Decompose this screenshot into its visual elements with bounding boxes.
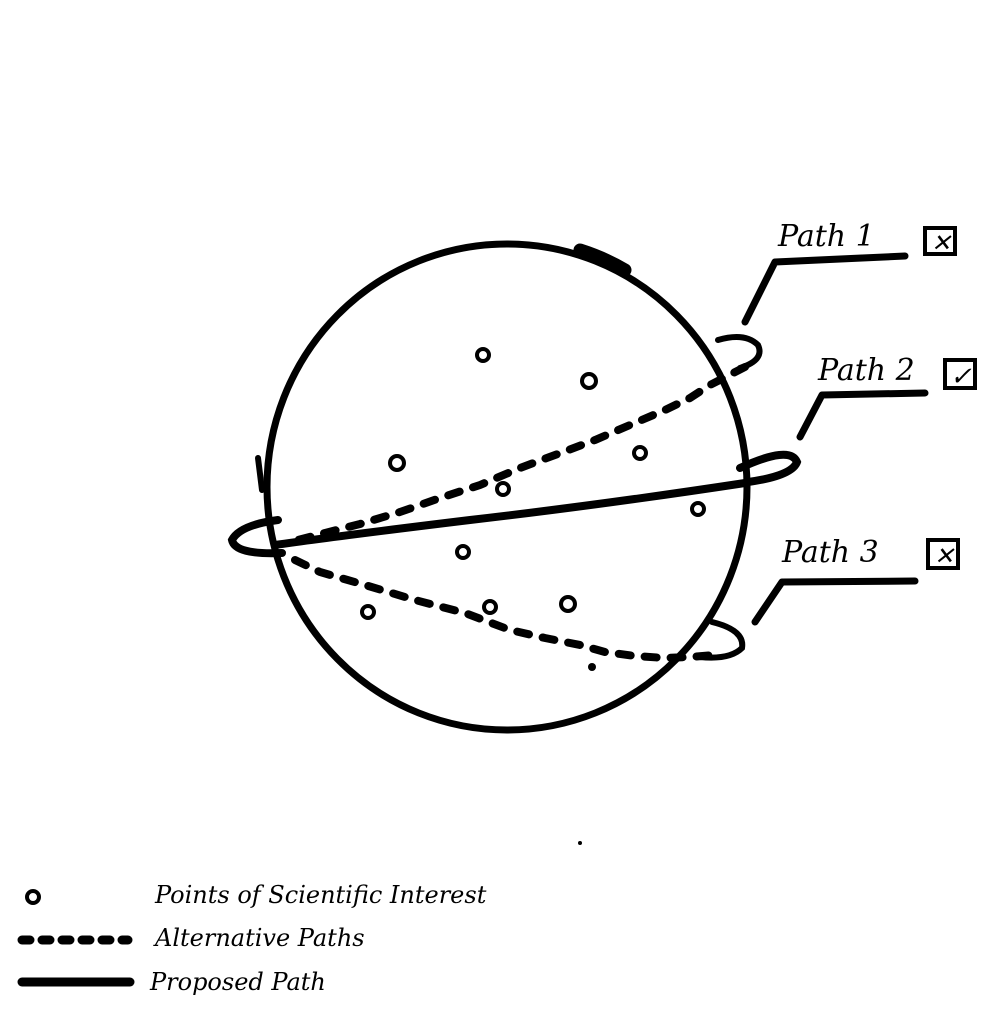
path-1-loop	[715, 333, 763, 371]
path-1-dotted-line	[294, 363, 749, 544]
path-2-label: Path 2	[817, 353, 915, 388]
legend: Points of Scientific Interest Alternativ…	[17, 881, 487, 996]
alternative-path-3	[291, 556, 746, 671]
path-1-leader-line	[741, 252, 909, 326]
path-1-label: Path 1	[777, 219, 875, 254]
path-2-solid-line	[271, 479, 749, 549]
path-1-checkbox[interactable]: ✕	[923, 226, 957, 257]
planet-left-tick	[255, 455, 265, 493]
poi-point	[360, 604, 376, 620]
poi-point	[388, 454, 406, 472]
poi-point	[475, 347, 491, 363]
path-1-checkbox-mark: ✕	[931, 229, 952, 257]
planet-top-highlight	[573, 243, 632, 277]
alternative-path-1	[294, 333, 763, 544]
path-2-checkbox-mark: ✓	[950, 362, 972, 392]
stray-dot	[578, 841, 582, 845]
path-3-loop	[697, 619, 746, 661]
path-2-leader-line	[796, 389, 929, 441]
poi-point	[632, 445, 648, 461]
path-2-right-loop	[736, 450, 802, 486]
poi-point	[690, 501, 706, 517]
poi-point	[580, 372, 598, 390]
path-3-label: Path 3	[781, 535, 879, 570]
legend-poi-symbol	[25, 889, 41, 905]
legend-poi-label: Points of Scientific Interest	[154, 881, 487, 909]
poi-point	[559, 595, 577, 613]
path-3-marker	[588, 663, 596, 671]
path-2-checkbox[interactable]: ✓	[943, 358, 977, 392]
path-3-leader-line	[751, 577, 919, 626]
path-2-left-loop	[227, 516, 286, 558]
proposed-path-2	[227, 450, 802, 558]
planet-sphere	[263, 240, 751, 734]
legend-proposed-label: Proposed Path	[149, 968, 326, 996]
poi-point	[482, 599, 498, 615]
path-3-dotted-line	[291, 556, 719, 663]
path-3-checkbox-mark: ✕	[934, 542, 955, 570]
poi-point	[455, 544, 471, 560]
path-3-checkbox[interactable]: ✕	[926, 538, 960, 570]
legend-alternative-label: Alternative Paths	[153, 924, 365, 952]
points-of-interest	[360, 347, 706, 620]
poi-point	[495, 481, 511, 497]
